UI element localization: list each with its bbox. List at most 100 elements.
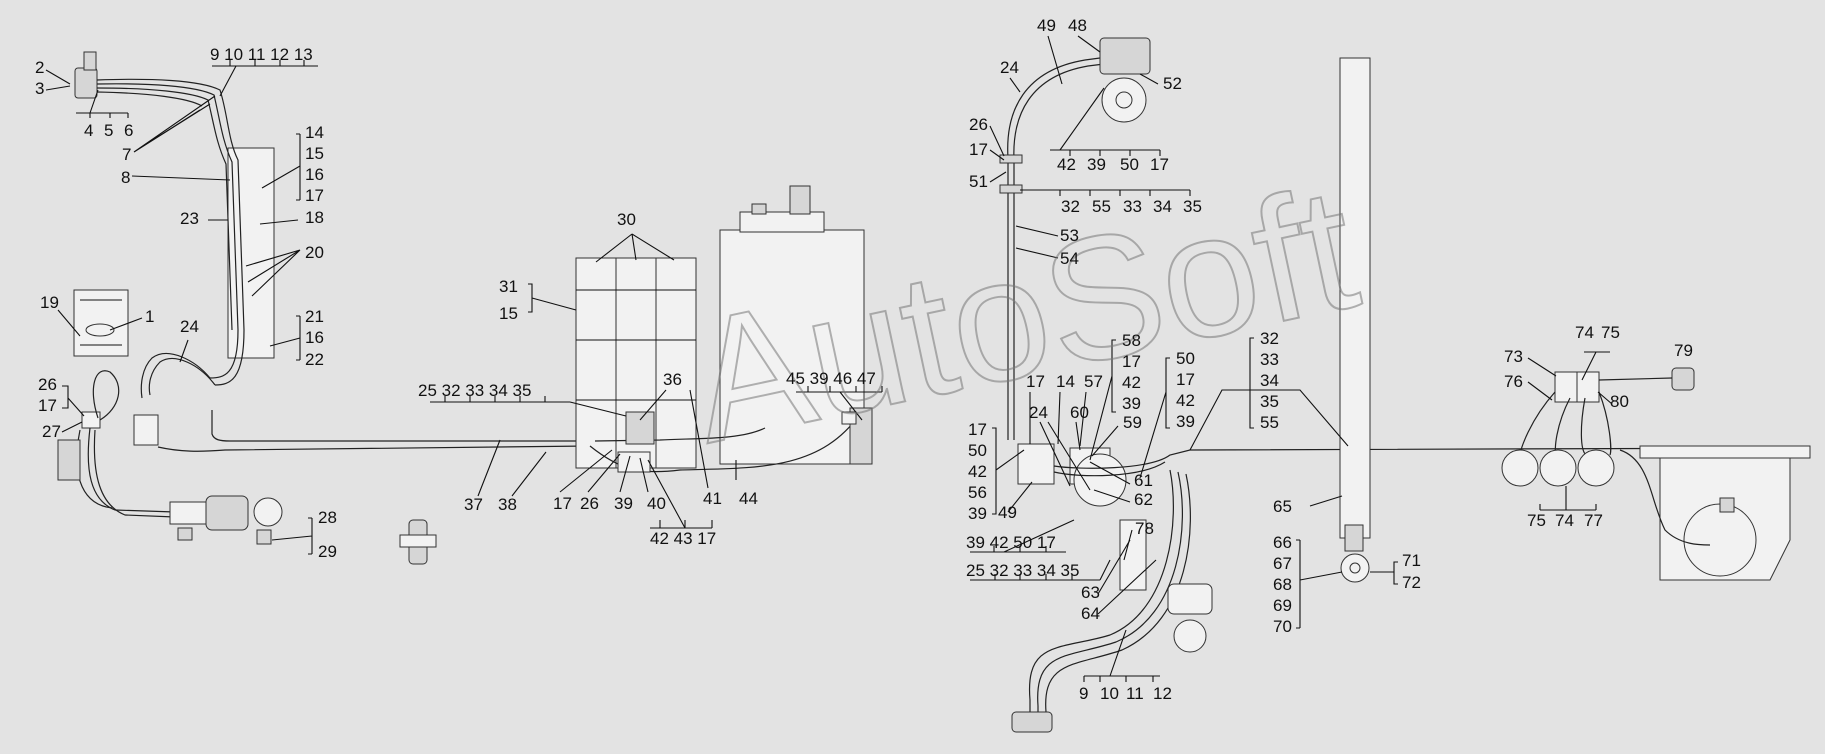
part-number-label: 16 (305, 165, 324, 184)
part-number-label: 55 (1092, 197, 1111, 216)
part-number-label: 24 (1000, 58, 1019, 77)
part-number-label: 7 (122, 145, 131, 164)
part-number-label: 58 (1122, 331, 1141, 350)
part-number-label: 26 (969, 115, 988, 134)
part-number-label: 22 (305, 350, 324, 369)
part-number-label: 15 (499, 304, 518, 323)
part-number-label: 39 (1122, 394, 1141, 413)
part-number-label: 40 (647, 494, 666, 513)
part-number-label: 51 (969, 172, 988, 191)
part-number-label: 17 (968, 420, 987, 439)
part-number-label: 23 (180, 209, 199, 228)
part-number-label: 74 (1555, 511, 1574, 530)
part-number-label: 11 (1126, 684, 1144, 703)
part-number-label: 50 (1176, 349, 1195, 368)
part-number-label: 24 (1029, 403, 1048, 422)
part-number-label: 39 (1176, 412, 1195, 431)
part-number-label: 34 (1260, 371, 1279, 390)
part-number-label: 12 (1153, 684, 1172, 703)
part-number-label: 42 (968, 462, 987, 481)
part-number-label: 29 (318, 542, 337, 561)
part-number-label: 75 (1527, 511, 1546, 530)
part-number-label: 77 (1584, 511, 1603, 530)
part-number-label: 79 (1674, 341, 1693, 360)
part-number-label: 55 (1260, 413, 1279, 432)
part-number-label: 30 (617, 210, 636, 229)
part-number-label: 16 (305, 328, 324, 347)
part-number-label: 25 32 33 34 35 (418, 381, 531, 400)
part-number-label: 34 (1153, 197, 1172, 216)
part-number-label: 37 (464, 495, 483, 514)
part-number-label: 28 (318, 508, 337, 527)
part-number-label: 27 (42, 422, 61, 441)
part-number-label: 80 (1610, 392, 1629, 411)
part-number-label: 49 (998, 503, 1017, 522)
part-number-label: 42 (1122, 373, 1141, 392)
leader-lines (45, 35, 1613, 682)
part-number-label: 38 (498, 495, 517, 514)
part-number-label: 69 (1273, 596, 1292, 615)
part-number-label: 66 (1273, 533, 1292, 552)
part-number-label: 35 (1183, 197, 1202, 216)
part-number-label: 33 (1123, 197, 1142, 216)
left-assembly (57, 51, 595, 565)
part-number-label: 17 (1176, 370, 1195, 389)
part-number-label: 21 (305, 307, 324, 326)
part-number-label: 15 (305, 144, 324, 163)
part-number-label: 50 (1120, 155, 1139, 174)
part-number-label: 9 10 11 12 13 (210, 45, 313, 64)
part-number-label: 52 (1163, 74, 1182, 93)
part-number-label: 26 (38, 375, 57, 394)
part-number-label: 64 (1081, 604, 1100, 623)
part-number-label: 50 (968, 441, 987, 460)
part-number-label: 25 32 33 34 35 (966, 561, 1079, 580)
part-number-label: 49 (1037, 16, 1056, 35)
part-number-label: 48 (1068, 16, 1087, 35)
part-number-label: 42 (1176, 391, 1195, 410)
part-number-label: 70 (1273, 617, 1292, 636)
part-number-label: 57 (1084, 372, 1103, 391)
part-number-label: 44 (739, 489, 758, 508)
part-number-label: 17 (1150, 155, 1169, 174)
part-number-label: 14 (1056, 372, 1075, 391)
part-number-label: 39 (614, 494, 633, 513)
part-number-label: 17 (969, 140, 988, 159)
part-number-label: 4 (84, 121, 93, 140)
part-number-label: 3 (35, 79, 44, 98)
part-number-label: 33 (1260, 350, 1279, 369)
part-number-label: 72 (1402, 573, 1421, 592)
right-assembly (1501, 367, 1811, 581)
part-number-label: 5 (104, 121, 113, 140)
part-number-label: 10 (1100, 684, 1119, 703)
part-number-label: 36 (663, 370, 682, 389)
part-number-label: 54 (1060, 249, 1079, 268)
part-number-label: 65 (1273, 497, 1292, 516)
part-number-label: 17 (1122, 352, 1141, 371)
part-number-label: 78 (1135, 519, 1154, 538)
part-number-label: 26 (580, 494, 599, 513)
part-number-label: 14 (305, 123, 324, 142)
part-number-label: 39 (968, 504, 987, 523)
part-number-label: 2 (35, 58, 44, 77)
part-number-label: 31 (499, 277, 518, 296)
part-number-label: 24 (180, 317, 199, 336)
part-number-label: 42 (1057, 155, 1076, 174)
part-number-label: 59 (1123, 413, 1142, 432)
part-number-label: 53 (1060, 226, 1079, 245)
part-number-label: 68 (1273, 575, 1292, 594)
part-number-label: 32 (1260, 329, 1279, 348)
part-number-label: 75 (1601, 323, 1620, 342)
part-number-label: 62 (1134, 490, 1153, 509)
part-number-label: 17 (305, 186, 324, 205)
part-number-label: 60 (1070, 403, 1089, 422)
drawing-geometry (45, 35, 1811, 733)
part-number-label: 17 (1026, 372, 1045, 391)
part-number-label: 71 (1402, 551, 1421, 570)
part-number-label: 32 (1061, 197, 1080, 216)
part-number-label: 41 (703, 489, 722, 508)
part-number-label: 9 (1079, 684, 1088, 703)
part-number-label: 1 (145, 307, 154, 326)
part-number-label: 17 (38, 396, 57, 415)
